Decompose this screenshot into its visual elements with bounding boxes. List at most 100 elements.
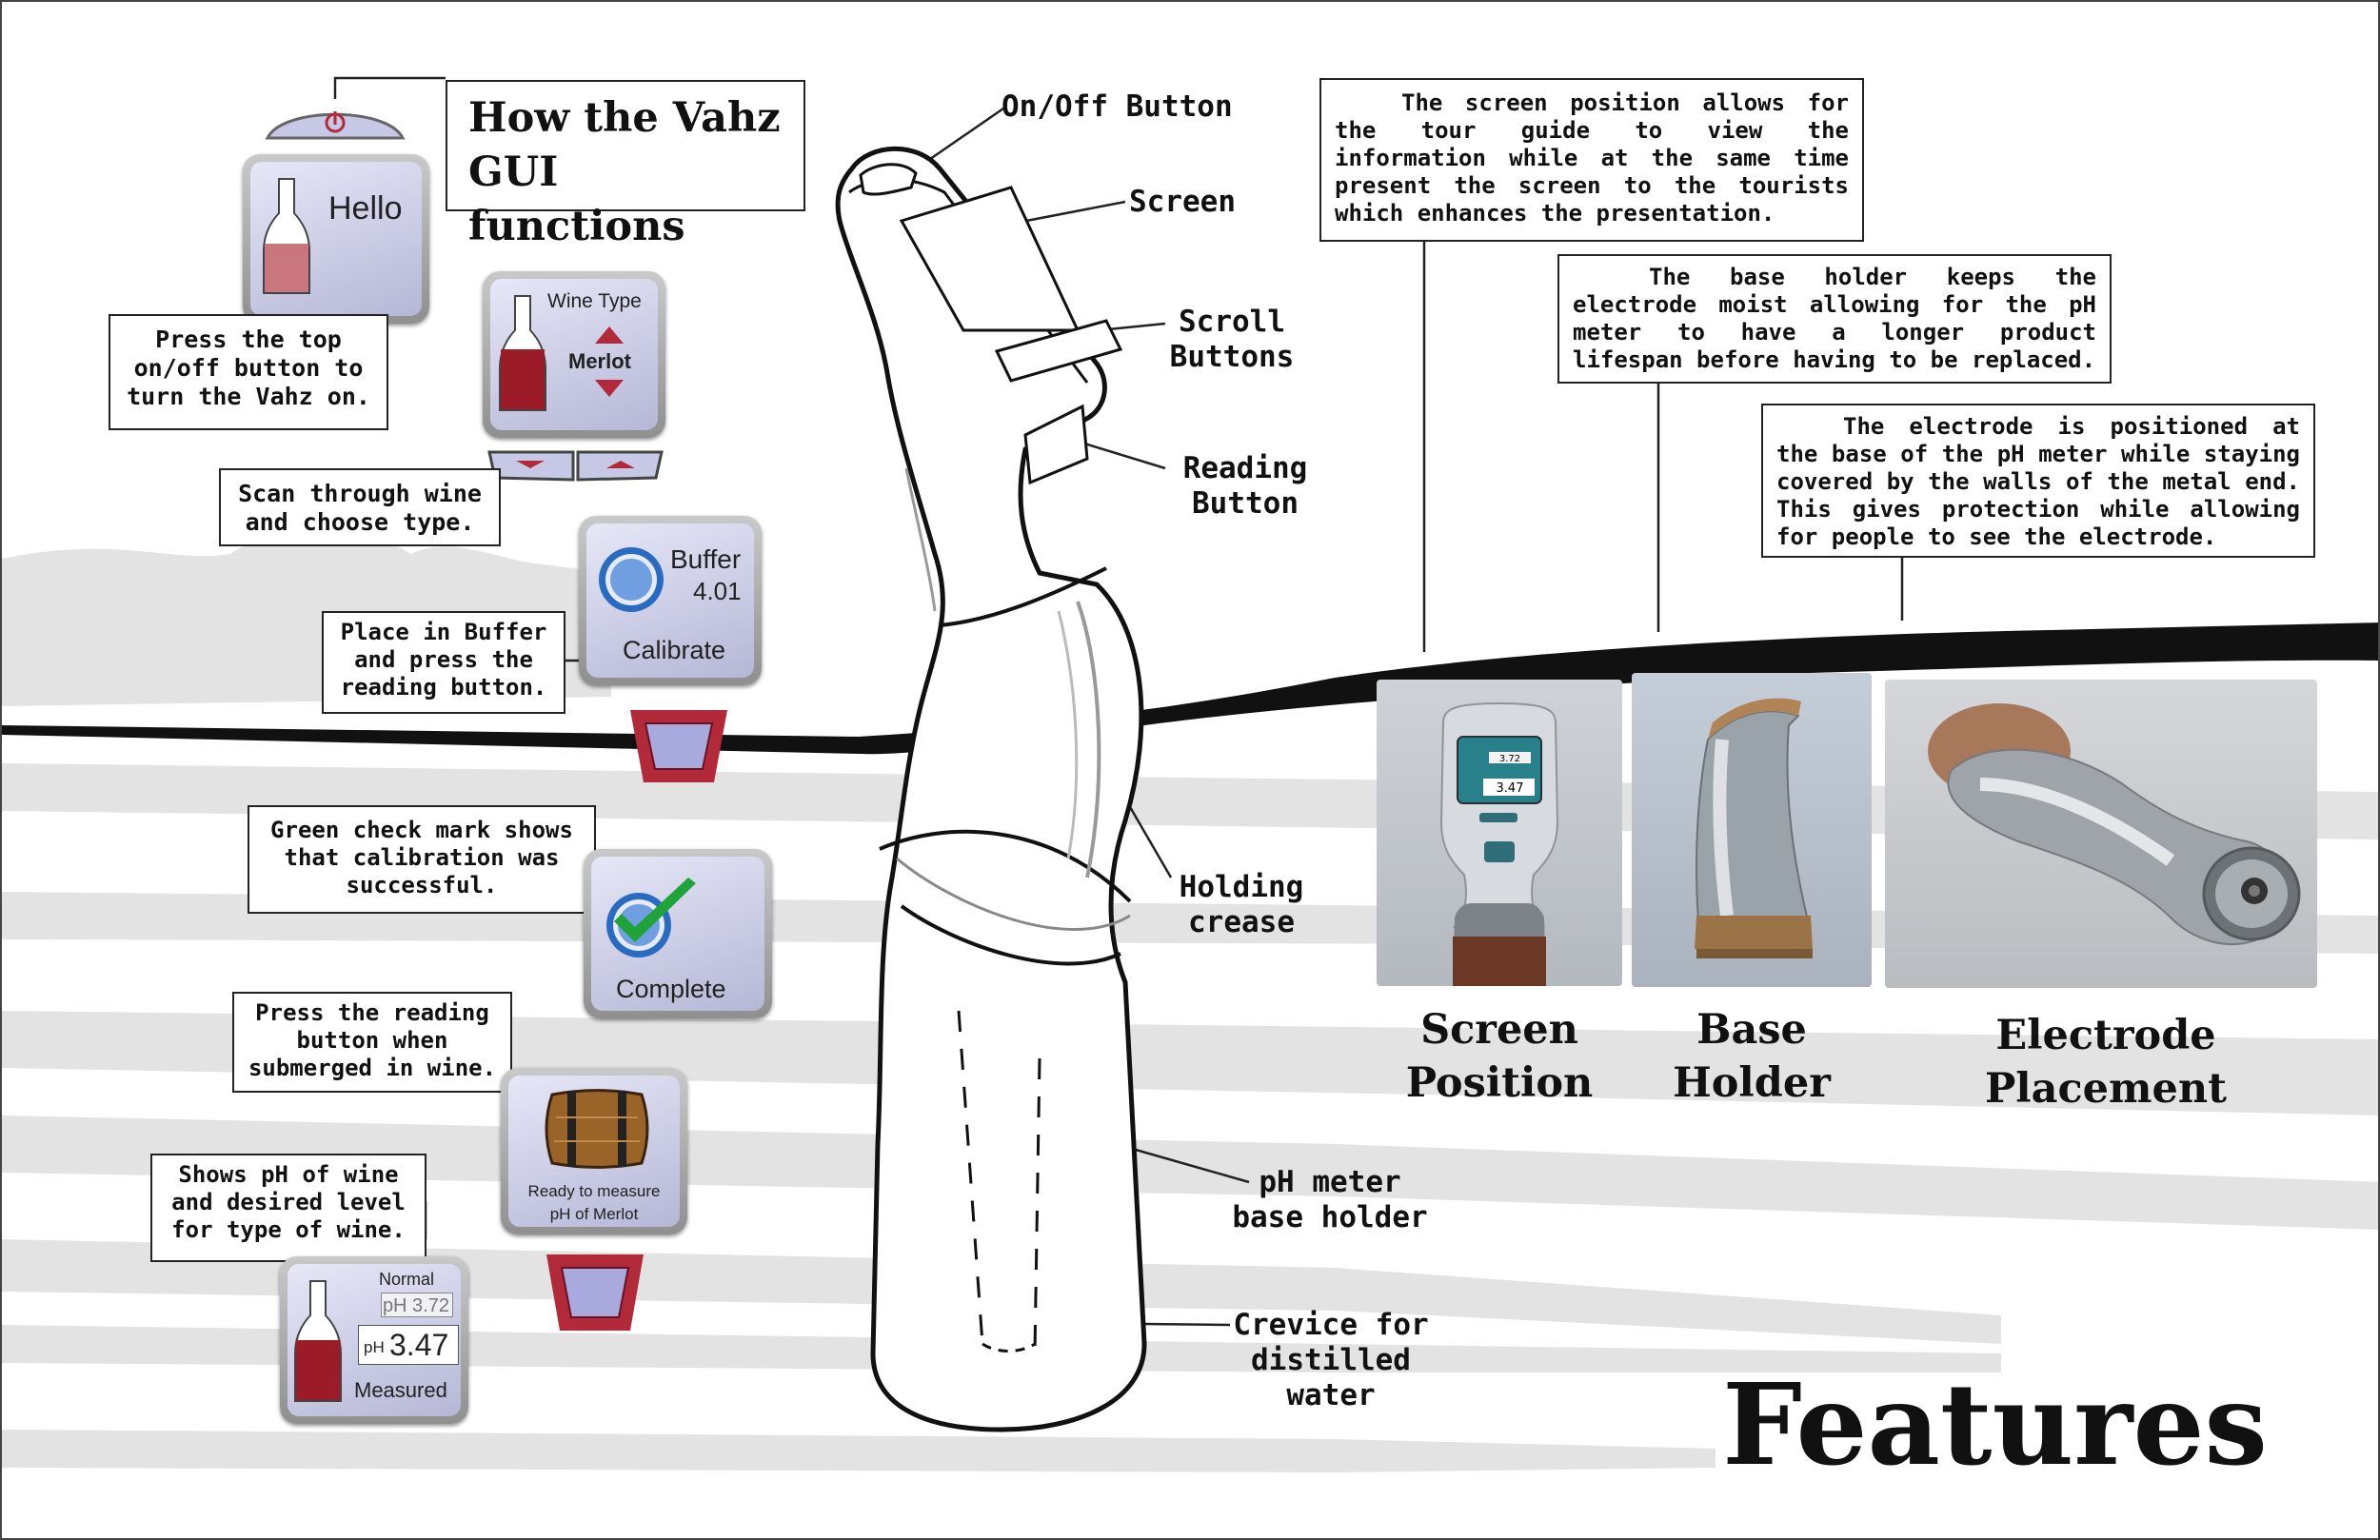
callout-line: button when [296, 1027, 448, 1054]
callout-line: turn the Vahz on. [127, 383, 370, 410]
screen-measured: Normal pH 3.72 pH 3.47 Measured [280, 1256, 468, 1424]
note-electrode: The electrode is positioned at the base … [1761, 404, 2315, 558]
photo-screen-top: 3.72 [1499, 754, 1520, 764]
note-line: The base holder keeps the [1649, 264, 2096, 290]
label-reading-button: Reading Button [1179, 451, 1312, 522]
note-line: the base of the pH meter while staying [1776, 441, 2300, 467]
callout-line: submerged in wine. [248, 1055, 497, 1081]
note-line: present the screen to the tourists [1335, 172, 1849, 199]
photo-screen-position: 3.72 3.47 [1377, 680, 1622, 986]
photo-electrode [1885, 680, 2317, 988]
power-button-dome [265, 111, 406, 140]
measured-value: 3.47 [389, 1328, 449, 1362]
feature-label-line: Position [1405, 1059, 1594, 1107]
feature-label-line: Base [1696, 1006, 1807, 1054]
callout-scan: Scan through wine and choose type. [219, 468, 501, 546]
label-base-holder: pH meter base holder [1230, 1165, 1430, 1235]
photo-screen-value: 3.47 [1497, 781, 1524, 796]
buffer-ring-icon [599, 547, 664, 612]
feature-label-line: Holder [1673, 1059, 1831, 1107]
arrow-down-icon [595, 380, 624, 397]
ready-line2: pH of Merlot [549, 1205, 639, 1223]
note-line: for people to see the electrode. [1776, 523, 2217, 550]
callout-line: on/off button to [133, 354, 364, 382]
vahz-device-drawing [835, 146, 1147, 1432]
callout-line: for type of wine. [171, 1216, 406, 1243]
reading-button-graphic [546, 1254, 644, 1331]
callout-line: Press the reading [255, 999, 489, 1026]
check-mark-icon [606, 878, 696, 958]
wine-type-value: Merlot [568, 349, 631, 373]
screen-ready: Ready to measure pH of Merlot [501, 1068, 687, 1234]
callout-line: that calibration was [284, 844, 560, 871]
photo-electrode-render [1928, 703, 2301, 946]
photo-screen-top-box [1489, 752, 1531, 763]
note-line: electrode moist allowing for the pH [1573, 291, 2096, 318]
label-holding-crease: Holding crease [1175, 870, 1308, 940]
callout-buffer: Place in Buffer and press the reading bu… [322, 611, 565, 714]
callout-check: Green check mark shows that calibration … [248, 805, 596, 914]
measured-value-box: pH 3.47 [358, 1325, 459, 1365]
note-line: covered by the walls of the metal end. [1776, 468, 2300, 495]
gui-title: How the Vahz GUI functions [446, 80, 805, 250]
label-line: Crevice for [1233, 1308, 1429, 1342]
callout-shows-ph: Shows pH of wine and desired level for t… [150, 1154, 426, 1262]
callout-line: Scan through wine [238, 480, 482, 507]
note-line: information while at the same time [1335, 145, 1849, 171]
callout-reading: Press the reading button when submerged … [232, 992, 512, 1093]
wine-bottle-icon [294, 1280, 342, 1402]
feature-label-line: Placement [1984, 1065, 2228, 1113]
measured-prefix: pH [364, 1338, 385, 1356]
hello-text: Hello [328, 190, 403, 227]
note-line: This gives protection while allowing [1776, 496, 2300, 523]
label-line: pH meter [1259, 1165, 1401, 1199]
callout-line: and choose type. [245, 508, 475, 536]
barrel-icon [545, 1089, 649, 1169]
complete-label: Complete [616, 975, 726, 1003]
features-title: Features [1722, 1358, 2268, 1491]
gui-title-line2: GUI functions [468, 148, 685, 250]
ready-line1: Ready to measure [527, 1182, 661, 1200]
note-line: meter to have a longer product [1573, 319, 2096, 346]
buffer-value: 4.01 [693, 577, 742, 605]
photo-base-holder [1632, 673, 1872, 987]
calibrate-label: Calibrate [623, 636, 726, 664]
callout-power-on: Press the top on/off button to turn the … [109, 314, 388, 430]
reading-button-graphic [630, 710, 727, 782]
photo-device-render: 3.72 3.47 [1439, 701, 1559, 986]
callout-line: and desired level [171, 1189, 406, 1215]
wine-bottle-icon [499, 295, 546, 411]
feature-label-line: Electrode [1995, 1012, 2216, 1059]
wine-type-heading: Wine Type [547, 290, 642, 312]
callout-line: and press the [354, 646, 533, 673]
note-line: the tour guide to view the [1335, 117, 1849, 144]
arrow-up-icon [595, 326, 624, 344]
feature-label-electrode: Electrode Placement [1944, 1009, 2268, 1116]
scroll-up-icon [606, 461, 635, 468]
buffer-label: Buffer [670, 544, 742, 574]
normal-value: pH 3.72 [381, 1293, 453, 1317]
screen-hello: Hello [243, 154, 429, 324]
note-line: lifespan before having to be replaced. [1573, 346, 2096, 373]
label-scroll-buttons: Scroll Buttons [1165, 305, 1299, 375]
label-screen: Screen [1129, 185, 1236, 219]
scroll-buttons-graphic [487, 450, 664, 482]
callout-line: reading button. [340, 674, 547, 701]
photo-base-render [1695, 698, 1813, 958]
label-on-off-button: On/Off Button [1002, 89, 1233, 124]
measured-label: Measured [354, 1378, 447, 1402]
label-crevice: Crevice for distilled water [1228, 1308, 1434, 1413]
scroll-down-icon [516, 461, 545, 468]
label-line: base holder [1232, 1200, 1428, 1234]
label-line: Button [1192, 486, 1299, 521]
note-line: which enhances the presentation. [1335, 200, 1775, 227]
screen-complete: Complete [584, 849, 772, 1018]
callout-line: successful. [346, 872, 498, 898]
label-line: crease [1188, 905, 1295, 939]
callout-line: Green check mark shows [270, 817, 573, 843]
callout-line: Press the top [155, 326, 342, 353]
wine-bottle-icon [263, 178, 310, 294]
callout-line: Place in Buffer [340, 619, 547, 645]
normal-label: Normal [379, 1270, 435, 1289]
